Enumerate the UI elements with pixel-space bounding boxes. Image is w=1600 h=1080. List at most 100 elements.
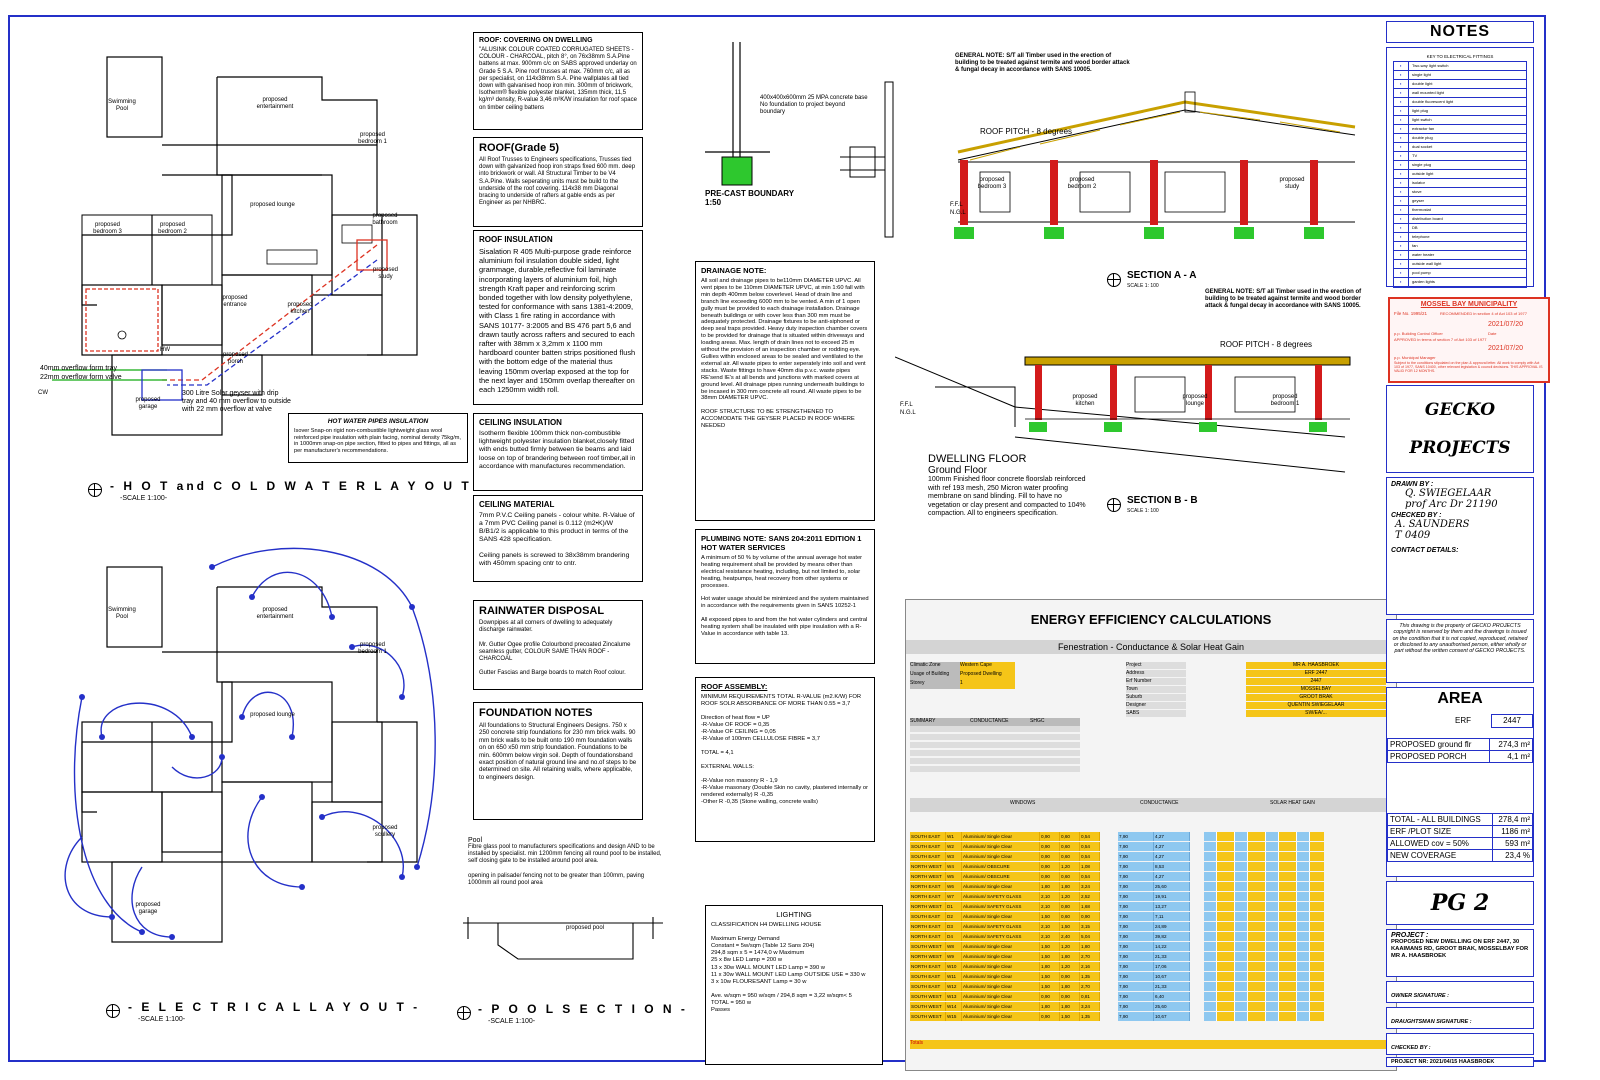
page-number: PG 2: [1430, 890, 1490, 916]
window-cell: D1: [946, 902, 962, 911]
window-cell: 1,80: [1060, 952, 1080, 961]
room-lounge: proposed lounge: [250, 202, 295, 208]
window-cell: 0,60: [1060, 872, 1080, 881]
window-cell: 2,40: [1060, 932, 1080, 941]
storey: 1: [960, 680, 1015, 689]
boundary-wall-detail: [705, 42, 770, 186]
roof-pitch-a: ROOF PITCH - 8 degrees: [980, 127, 1073, 136]
ceiling-material-note: CEILING MATERIAL 7mm P.V.C Ceiling panel…: [473, 495, 643, 582]
fitting-symbol-icon: ◐: [1394, 215, 1409, 223]
window-cell: 3,24: [1080, 1002, 1100, 1011]
foundation-title: FOUNDATION NOTES: [479, 707, 593, 719]
municipality-approved: APPROVED in terms of section 7 of Act 10…: [1394, 337, 1487, 342]
drawing-sheet: Swimming Pool proposed entertainment pro…: [8, 15, 1550, 1071]
municipality-date1: 2021/07/20: [1488, 321, 1524, 328]
solar-gain-cells: [1204, 922, 1324, 931]
drainage-body: All soil and drainage pipes to be110mm D…: [701, 278, 868, 430]
pool-note: Pool Fibre glass pool to manufacturers s…: [468, 837, 668, 887]
ceiling-insulation-title: CEILING INSULATION: [479, 418, 562, 427]
window-cell: Aluminium/ Single Clear: [962, 842, 1040, 851]
project-label: PROJECT :: [1391, 932, 1429, 939]
room-porch: proposed porch: [222, 352, 249, 365]
project-field-label: Suburb: [1126, 694, 1186, 701]
window-cell: SOUTH EAST: [910, 912, 946, 921]
solar-gain-cells: [1204, 972, 1324, 981]
window-cell: Aluminium/ SAFETY GLASS: [962, 902, 1040, 911]
key-item: ◐light plug: [1394, 107, 1526, 116]
window-cell: 1,50: [1040, 982, 1060, 991]
key-item: ◐outside light: [1394, 170, 1526, 179]
key-item-label: isolator: [1412, 180, 1425, 185]
window-cell: Aluminium/ Single Clear: [962, 832, 1040, 841]
key-title: KEY TO ELECTRICAL FITTINGS: [1426, 54, 1494, 59]
window-cell: 0,80: [1060, 902, 1080, 911]
window-cell: 2,10: [1040, 902, 1060, 911]
key-item-label: Two-way light switch: [1412, 63, 1449, 68]
window-cell: 7,90: [1118, 902, 1154, 911]
window-cell: W1: [946, 832, 962, 841]
fitting-symbol-icon: ◐: [1394, 224, 1409, 232]
elec-room-bedroom-1: proposed bedroom 1: [358, 642, 387, 655]
project-field-label: Project: [1126, 662, 1186, 669]
municipality-name: MOSSEL BAY MUNICIPALITY: [1420, 301, 1518, 308]
lighting-title: LIGHTING: [776, 910, 812, 919]
window-cell: 7,90: [1118, 972, 1154, 981]
window-cell: NORTH EAST: [910, 892, 946, 901]
area-title: AREA: [1437, 690, 1483, 707]
project-field-label: SABS: [1126, 710, 1186, 717]
dwelling-floor-subtitle: Ground Floor: [928, 465, 987, 476]
room-garage: proposed garage: [135, 397, 161, 410]
window-cell: 0,90: [1040, 832, 1060, 841]
window-cell: NORTH WEST: [910, 872, 946, 881]
key-item: ◐telephone: [1394, 233, 1526, 242]
rainwater-body: Downpipes at all corners of dwelling to …: [479, 620, 631, 677]
hot-water-pipes-note: HOT WATER PIPES INSULATION Isover Snap-o…: [288, 413, 468, 463]
key-item-label: outside wall light: [1412, 261, 1442, 266]
key-item: ◐garden lights: [1394, 278, 1526, 287]
hw-label: HW: [160, 347, 170, 353]
window-cell: SOUTH EAST: [910, 832, 946, 841]
overflow-tray-note: 40mm overflow form tray: [40, 365, 118, 372]
fitting-symbol-icon: ◐: [1394, 89, 1409, 97]
hot-water-pipes-body: Isover Snap-on rigid non-combustible lig…: [294, 428, 461, 454]
general-note-1: GENERAL NOTE: S/T all Timber used in the…: [955, 53, 1130, 73]
window-cell: 0,54: [1080, 832, 1100, 841]
window-cell: 8,53: [1154, 862, 1190, 871]
window-cell: 2,10: [1040, 932, 1060, 941]
draughtsman-signature-label: DRAUGHTSMAN SIGNATURE :: [1391, 1019, 1472, 1025]
key-item: ◐isolator: [1394, 179, 1526, 188]
window-cell: Aluminium/ Single Clear: [962, 1002, 1040, 1011]
window-cell: 4,27: [1154, 852, 1190, 861]
elec-room-entertainment: proposed entertainment: [256, 607, 294, 620]
window-cell: 7,90: [1118, 952, 1154, 961]
window-cell: W7: [946, 892, 962, 901]
window-cell: SOUTH WEST: [910, 1012, 946, 1021]
room-bedroom-3: proposed bedroom 3: [93, 222, 122, 235]
roof-pitch-b: ROOF PITCH - 8 degrees: [1220, 340, 1313, 349]
storey-label: Storey: [910, 680, 960, 689]
room-kitchen: proposed kitchen: [287, 302, 313, 315]
checked-signature-panel: CHECKED BY :: [1386, 1033, 1534, 1055]
window-cell: Aluminium/ SAFETY GLASS: [962, 892, 1040, 901]
key-item-label: distribution board: [1412, 216, 1443, 221]
key-item: ◐wall mounted light: [1394, 89, 1526, 98]
window-cell: W3: [946, 852, 962, 861]
ceiling-material-title: CEILING MATERIAL: [479, 500, 555, 509]
key-item-label: garden lights: [1412, 279, 1435, 284]
window-cell: 0,90: [1040, 992, 1060, 1001]
conductance-col-label: CONDUCTANCE: [1140, 800, 1179, 806]
ceiling-insulation-note: CEILING INSULATION Isotherm flexible 100…: [473, 413, 643, 491]
geyser-note: 300 Litre Solar geyser with drip tray an…: [182, 390, 291, 413]
usage: Proposed Dwelling: [960, 671, 1015, 680]
key-item-label: water heater: [1412, 252, 1435, 257]
municipality-file-no: File No. 1995/21: [1394, 311, 1428, 316]
roof-insulation-body: Sisalation R 405 Multi-purpose grade rei…: [479, 247, 636, 395]
key-item-label: dual socket: [1412, 144, 1433, 149]
key-item: ◐thermostat: [1394, 206, 1526, 215]
project-field-label: Town: [1126, 686, 1186, 693]
